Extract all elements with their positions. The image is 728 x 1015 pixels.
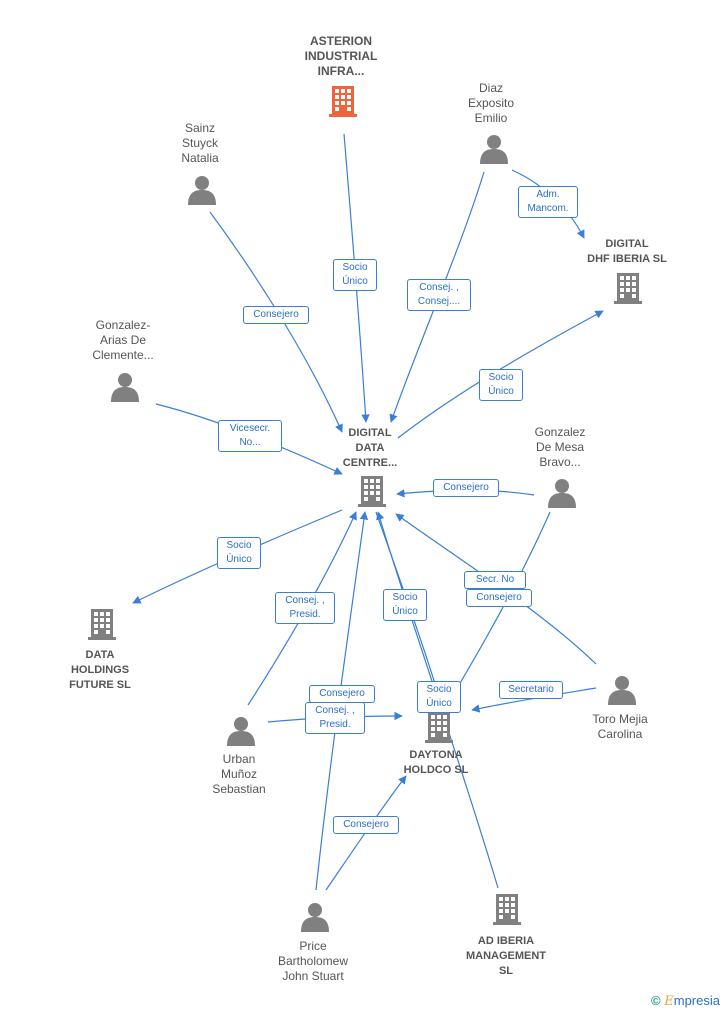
asterion-building-icon[interactable] [329,86,357,117]
edge-label-ddc-future[interactable]: Socio Único [217,537,261,569]
node-label-gonzalez-mesa[interactable]: Gonzalez De Mesa Bravo... [534,425,586,469]
sainz-person-icon[interactable] [188,176,216,205]
node-label-price[interactable]: Price Bartholomew John Stuart [277,939,349,983]
edge-label-urban-daytona-a[interactable]: Consejero [309,685,375,703]
edge-line-mesa-daytona [449,511,551,701]
price-person-icon[interactable] [301,903,329,932]
edge-label-toro-daytona[interactable]: Secretario [499,681,563,699]
edge-label-sainz[interactable]: Consejero [243,306,309,324]
brand-initial: E [664,994,674,1009]
node-label-toro[interactable]: Toro Mejia Carolina [592,712,648,741]
edge-label-urban-daytona-b[interactable]: Consej. , Presid. [305,702,365,734]
brand-name: mpresia [673,993,720,1008]
adiberia-building-icon[interactable] [493,894,521,925]
daytona-building-icon[interactable] [425,712,453,743]
node-label-dhf[interactable]: DIGITAL DHF IBERIA SL [587,238,667,265]
edge-label-gonzalez-arias[interactable]: Vicesecr. No... [218,420,282,452]
brand-watermark: © Empresia [651,993,720,1009]
ddc-building-icon[interactable] [358,476,386,507]
dhf-building-icon[interactable] [614,273,642,304]
edge-label-mesa-daytona[interactable]: Consejero [466,589,532,607]
node-label-ddc[interactable]: DIGITAL DATA CENTRE... [342,427,398,469]
edge-label-toro-ddc[interactable]: Secr. No [464,571,526,589]
node-label-gonzalez-arias[interactable]: Gonzalez- Arias De Clemente... [92,318,154,362]
edge-label-ddc-dhf[interactable]: Socio Único [479,369,523,401]
node-label-asterion[interactable]: ASTERION INDUSTRIAL INFRA... [304,34,378,78]
diaz-person-icon[interactable] [480,135,508,164]
edge-label-price-daytona[interactable]: Consejero [333,816,399,834]
node-label-urban[interactable]: Urban Muñoz Sebastian [212,752,266,796]
edge-label-urban-ddc[interactable]: Consej. , Presid. [275,592,335,624]
node-label-sainz[interactable]: Sainz Stuyck Natalia [181,121,219,165]
edge-label-adiberia-ddc[interactable]: Socio Único [383,589,427,621]
edge-label-ddc-daytona[interactable]: Socio Único [417,681,461,713]
node-label-daytona[interactable]: DAYTONA HOLDCO SL [403,749,469,776]
gonzalez-mesa-person-icon[interactable] [548,479,576,508]
node-label-future[interactable]: DATA HOLDINGS FUTURE SL [69,649,131,691]
gonzalez-arias-person-icon[interactable] [111,373,139,402]
edge-label-asterion[interactable]: Socio Único [333,259,377,291]
edge-label-diaz-ddc[interactable]: Consej. , Consej.... [407,279,471,311]
urban-person-icon[interactable] [227,717,255,746]
node-label-diaz[interactable]: Diaz Exposito Emilio [467,81,515,125]
future-building-icon[interactable] [88,609,116,640]
copyright-icon: © [651,993,661,1008]
node-label-adiberia[interactable]: AD IBERIA MANAGEMENT SL [465,935,547,977]
toro-person-icon[interactable] [608,676,636,705]
edge-label-gonzalez-mesa[interactable]: Consejero [433,479,499,497]
edge-label-diaz-dhf[interactable]: Adm. Mancom. [518,186,578,218]
